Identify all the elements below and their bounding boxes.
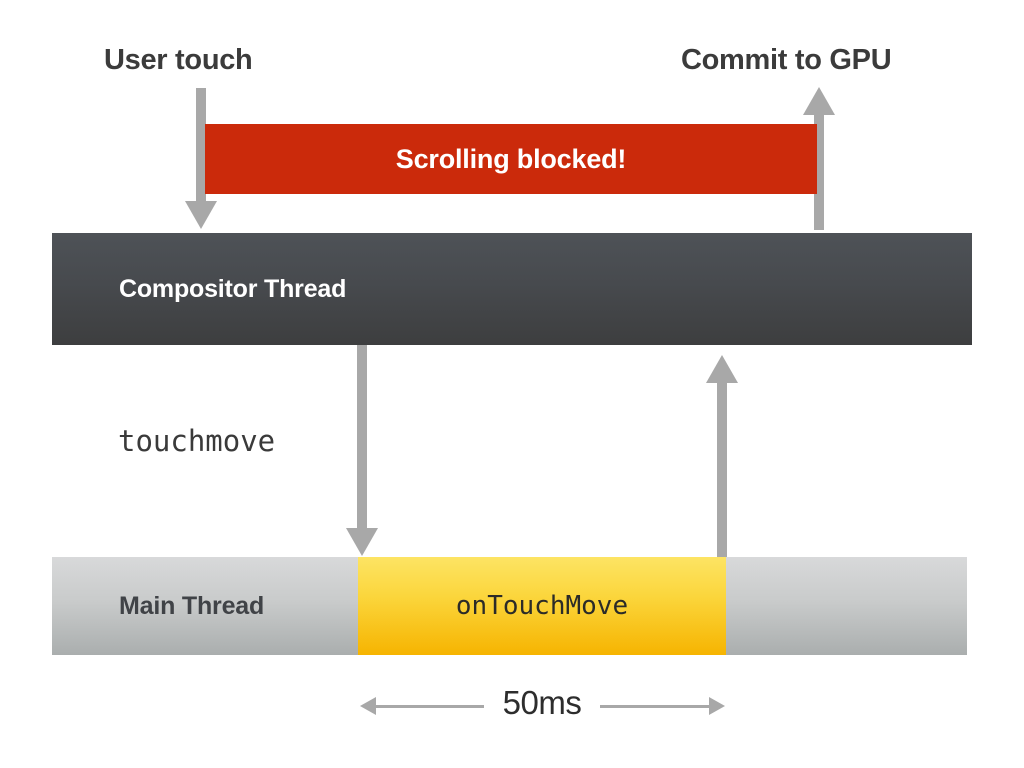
touchmove-event-label: touchmove: [118, 424, 276, 458]
duration-measure: 50ms: [360, 684, 725, 730]
commit-to-gpu-arrow-up-icon: [803, 87, 835, 115]
scrolling-blocked-text: Scrolling blocked!: [395, 143, 627, 174]
measure-arrow-left-icon: [360, 697, 376, 715]
ontouchmove-label: onTouchMove: [455, 591, 629, 621]
scrolling-blocked-banner: Scrolling blocked!: [205, 124, 817, 194]
user-touch-arrow-down-icon: [185, 201, 217, 229]
commit-to-gpu-arrow-shaft: [814, 112, 824, 230]
measure-duration-label: 50ms: [502, 684, 582, 721]
measure-line-left: [374, 705, 484, 708]
main-to-compositor-arrow-up-icon: [706, 355, 738, 383]
ontouchmove-block: onTouchMove: [358, 557, 726, 655]
compositor-thread-label: Compositor Thread: [119, 274, 347, 303]
measure-line-right: [600, 705, 710, 708]
user-touch-label: User touch: [104, 44, 253, 76]
user-touch-arrow-shaft: [196, 88, 206, 203]
commit-to-gpu-label: Commit to GPU: [681, 44, 892, 76]
main-to-compositor-arrow-shaft: [717, 382, 727, 558]
touchmove-arrow-down-icon: [346, 528, 378, 556]
main-thread-label: Main Thread: [119, 591, 265, 620]
compositor-thread-lane: Compositor Thread: [52, 233, 972, 345]
measure-arrow-right-icon: [709, 697, 725, 715]
touchmove-arrow-shaft: [357, 345, 367, 530]
